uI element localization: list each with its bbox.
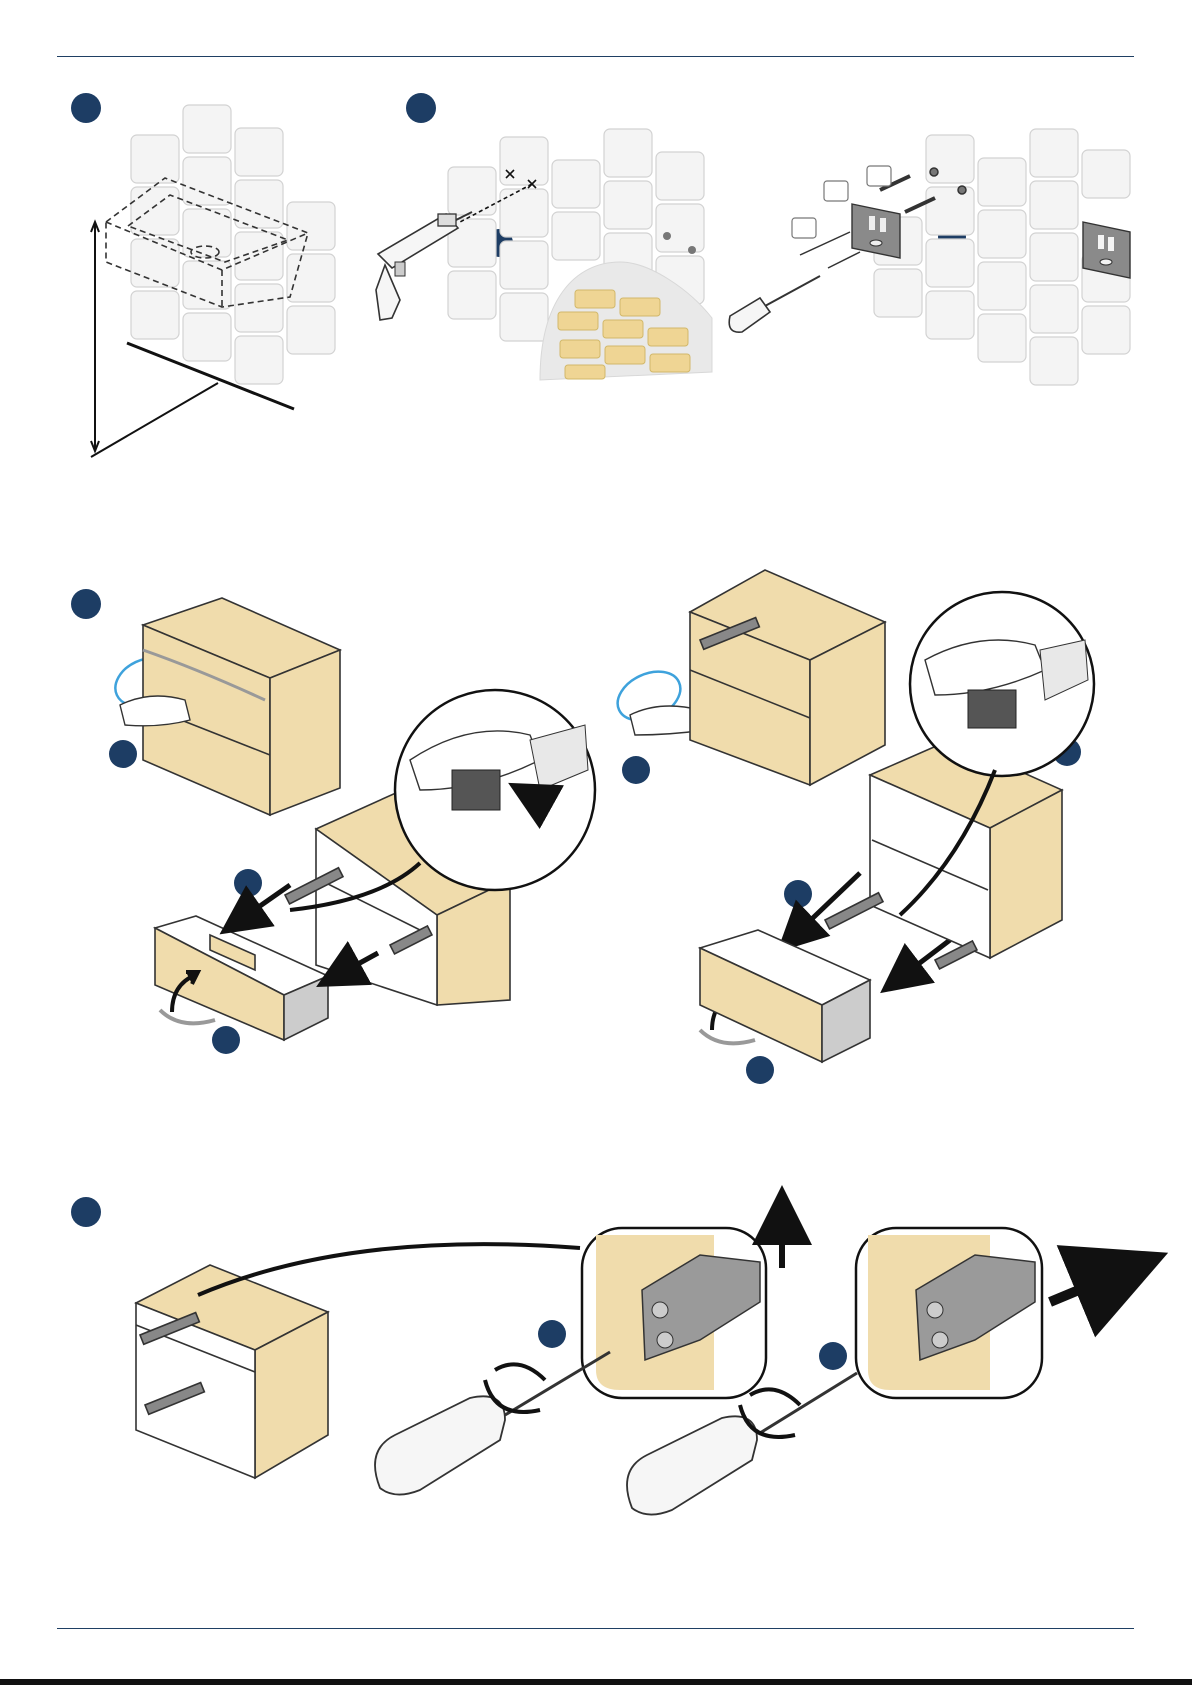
cabinet-closed-right xyxy=(690,570,885,785)
cabinet-empty-step4 xyxy=(136,1244,580,1478)
wall-bracket-exploded xyxy=(852,204,900,258)
hanger-detail-left xyxy=(582,1215,782,1398)
screwdriver-large-1 xyxy=(375,1352,610,1495)
hanger-detail-right xyxy=(856,1228,1122,1398)
wall-bracket-mounted xyxy=(1083,222,1130,278)
step-1-wall-tiles xyxy=(131,105,335,384)
cabinet-open-right xyxy=(825,740,1062,969)
screwdriver-small xyxy=(729,276,820,332)
